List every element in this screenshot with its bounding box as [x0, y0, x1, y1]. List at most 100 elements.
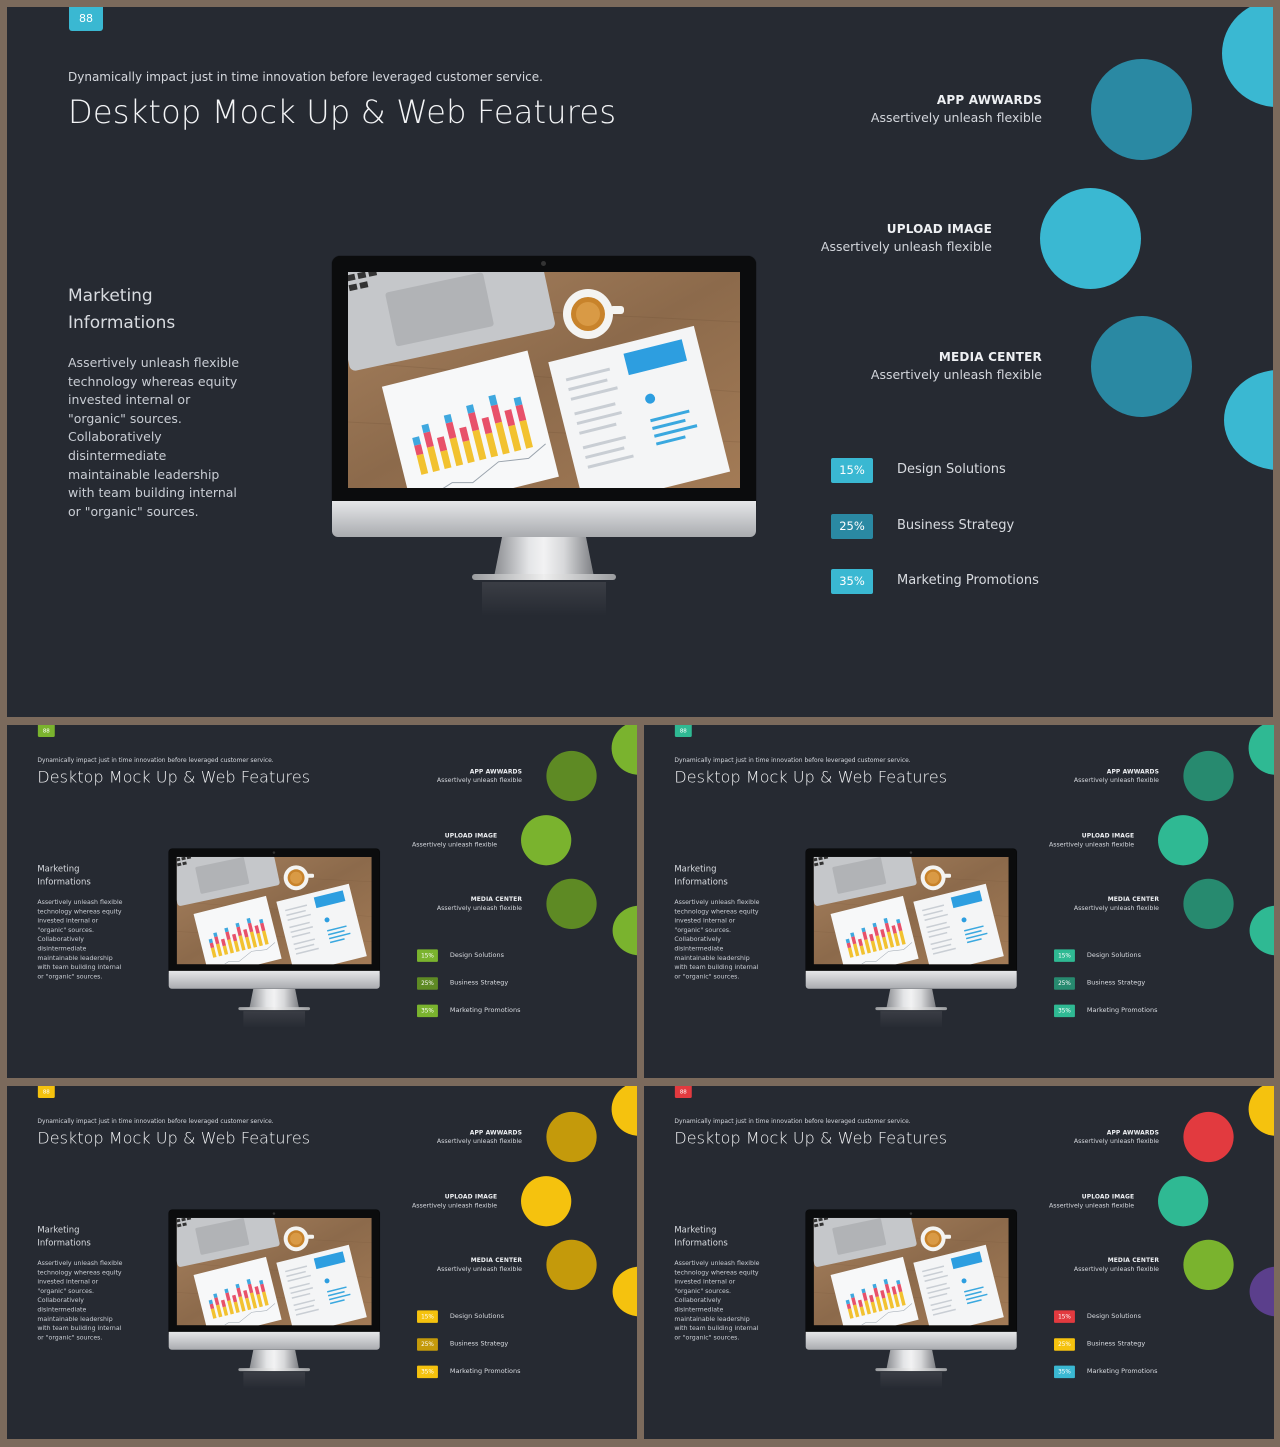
feature-subtitle: Assertively unleash flexible	[870, 367, 1042, 382]
camera-dot	[909, 851, 913, 854]
feature-app-awards: APP AWWARDS Assertively unleash flexible	[1050, 1129, 1159, 1145]
monitor-foot	[875, 1007, 948, 1011]
monitor-reflection	[243, 1011, 306, 1029]
camera-dot	[541, 261, 546, 266]
monitor-reflection	[482, 582, 606, 616]
side-heading: Marketing Informations	[68, 286, 176, 333]
feature-subtitle: Assertively unleash flexible	[820, 239, 992, 254]
feature-title: MEDIA CENTER	[470, 895, 523, 903]
monitor-stand	[249, 1349, 300, 1370]
slide-title: Desktop Mock Up & Web Features	[37, 1128, 311, 1148]
stat-label: Design Solutions	[1086, 1312, 1141, 1320]
camera-dot	[272, 851, 276, 854]
slide-content: 88 Dynamically impact just in time innov…	[7, 7, 1273, 717]
monitor-chin	[332, 501, 756, 537]
monitor-foot	[238, 1368, 311, 1372]
slide-title: Desktop Mock Up & Web Features	[674, 767, 948, 787]
stat-marketing-promotions: 35% Marketing Promotions	[417, 1004, 541, 1018]
slide-subtitle: Dynamically impact just in time innovati…	[37, 756, 274, 764]
stat-percent-badge: 15%	[417, 949, 438, 962]
page-number-badge: 88	[37, 725, 55, 737]
stat-label: Business Strategy	[1086, 1340, 1146, 1348]
stat-label: Marketing Promotions	[1086, 1006, 1158, 1015]
page-number-badge: 88	[37, 1086, 55, 1098]
feature-app-awards: APP AWWARDS Assertively unleash flexible	[822, 93, 1042, 125]
monitor-stand	[249, 988, 300, 1009]
slide-main[interactable]: 88 Dynamically impact just in time innov…	[7, 7, 1273, 717]
decor-circle-bottom	[1249, 905, 1274, 956]
slide-subtitle: Dynamically impact just in time innovati…	[37, 1117, 274, 1125]
monitor-reflection	[880, 1372, 943, 1390]
side-heading: Marketing Informations	[37, 1224, 91, 1249]
monitor-bezel	[332, 256, 756, 506]
feature-subtitle: Assertively unleash flexible	[1073, 1137, 1160, 1145]
slide-subtitle: Dynamically impact just in time innovati…	[674, 1117, 911, 1125]
stat-marketing-promotions: 35% Marketing Promotions	[417, 1365, 541, 1379]
slide-subtitle: Dynamically impact just in time innovati…	[68, 70, 543, 84]
side-body-text: Assertively unleash flexible technology …	[674, 1259, 760, 1341]
screen-image	[176, 1217, 372, 1326]
feature-title: UPLOAD IMAGE	[886, 222, 992, 236]
stat-business-strategy: 25% Business Strategy	[417, 977, 541, 990]
feature-circle-3	[1183, 1239, 1234, 1291]
feature-upload-image: UPLOAD IMAGE Assertively unleash flexibl…	[1025, 832, 1134, 848]
slide-content: 88 Dynamically impact just in time innov…	[644, 725, 1274, 1078]
stat-design-solutions: 15% Design Solutions	[417, 1310, 541, 1323]
monitor-stand	[886, 1349, 937, 1370]
monitor-reflection	[243, 1372, 306, 1390]
stat-percent-badge: 25%	[417, 977, 438, 990]
monitor-chin	[168, 1331, 380, 1350]
monitor-bezel	[805, 1209, 1017, 1335]
monitor-bezel	[168, 848, 380, 974]
side-body-text: Assertively unleash flexible technology …	[68, 355, 240, 519]
stat-business-strategy: 25% Business Strategy	[417, 1338, 541, 1351]
monitor-stand	[494, 537, 594, 577]
feature-subtitle: Assertively unleash flexible	[1073, 1265, 1160, 1273]
feature-upload-image: UPLOAD IMAGE Assertively unleash flexibl…	[1025, 1193, 1134, 1209]
stat-percent-badge: 35%	[1054, 1365, 1075, 1379]
stat-percent-badge: 25%	[1054, 1338, 1075, 1351]
monitor-stand	[886, 988, 937, 1009]
feature-title: UPLOAD IMAGE	[1081, 831, 1135, 839]
decor-circle-bottom	[612, 1266, 637, 1317]
stat-percent-badge: 15%	[417, 1310, 438, 1323]
feature-title: MEDIA CENTER	[1107, 1256, 1160, 1264]
feature-title: APP AWWARDS	[469, 767, 523, 775]
feature-subtitle: Assertively unleash flexible	[436, 1137, 523, 1145]
feature-title: APP AWWARDS	[1106, 767, 1160, 775]
stat-percent-badge: 15%	[1054, 1310, 1075, 1323]
slide-variant-yellow[interactable]: 88 Dynamically impact just in time innov…	[7, 1086, 637, 1439]
stat-label: Business Strategy	[449, 979, 509, 987]
screen-image	[813, 1217, 1009, 1326]
screen-image	[348, 272, 740, 488]
feature-subtitle: Assertively unleash flexible	[1048, 840, 1135, 848]
slide-variant-green[interactable]: 88 Dynamically impact just in time innov…	[7, 725, 637, 1078]
slide-variant-teal[interactable]: 88 Dynamically impact just in time innov…	[644, 725, 1274, 1078]
feature-media-center: MEDIA CENTER Assertively unleash flexibl…	[413, 896, 522, 912]
desktop-mockup	[168, 848, 380, 1029]
feature-subtitle: Assertively unleash flexible	[411, 840, 498, 848]
stat-label: Business Strategy	[449, 1340, 509, 1348]
page-number-badge: 88	[674, 725, 692, 737]
decor-circle-top	[1248, 1086, 1274, 1136]
stat-business-strategy: 25% Business Strategy	[1054, 977, 1178, 990]
stat-label: Design Solutions	[897, 462, 1006, 477]
stat-percent-badge: 35%	[1054, 1004, 1075, 1018]
feature-title: APP AWWARDS	[469, 1128, 523, 1136]
slide-variant-multicolor[interactable]: 88 Dynamically impact just in time innov…	[644, 1086, 1274, 1439]
monitor-foot	[472, 574, 616, 580]
feature-subtitle: Assertively unleash flexible	[1073, 904, 1160, 912]
slide-content: 88 Dynamically impact just in time innov…	[7, 725, 637, 1078]
feature-media-center: MEDIA CENTER Assertively unleash flexibl…	[1050, 1257, 1159, 1273]
camera-dot	[272, 1212, 276, 1215]
feature-title: APP AWWARDS	[936, 93, 1042, 107]
stat-design-solutions: 15% Design Solutions	[831, 458, 1081, 484]
stat-marketing-promotions: 35% Marketing Promotions	[1054, 1004, 1178, 1018]
screen-image	[176, 856, 372, 965]
slide-content: 88 Dynamically impact just in time innov…	[7, 1086, 637, 1439]
feature-app-awards: APP AWWARDS Assertively unleash flexible	[413, 1129, 522, 1145]
feature-circle-1	[1183, 750, 1234, 802]
stat-percent-badge: 15%	[1054, 949, 1075, 962]
feature-subtitle: Assertively unleash flexible	[436, 1265, 523, 1273]
desktop-mockup	[805, 1209, 1017, 1390]
